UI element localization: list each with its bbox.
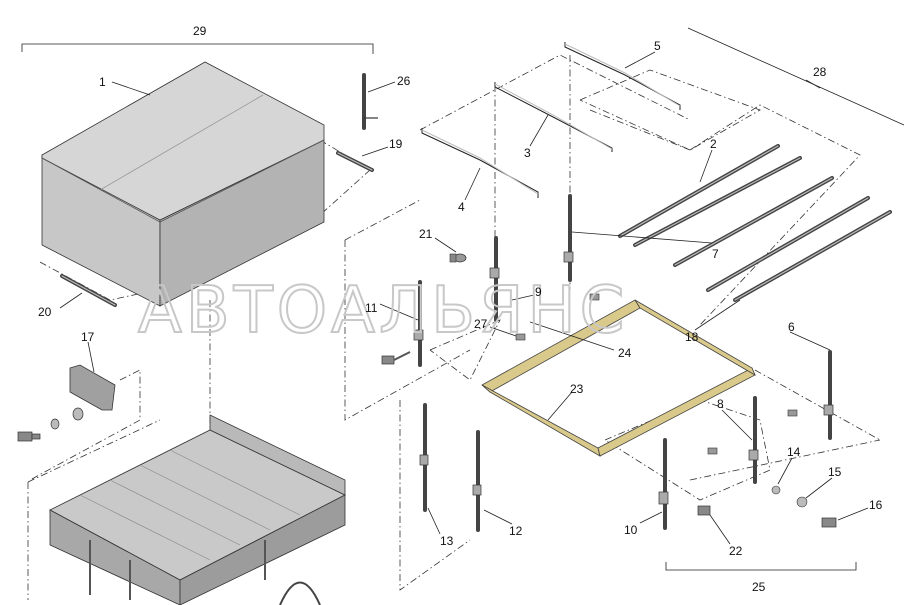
rod-20 (60, 274, 117, 307)
bracket-28 (687, 27, 905, 126)
rear-plate-17 (69, 364, 116, 411)
callout-17: 17 (81, 330, 95, 344)
callout-12: 12 (509, 524, 523, 538)
callout-3: 3 (524, 146, 531, 160)
callout-22: 22 (729, 544, 743, 558)
callout-6: 6 (788, 320, 795, 334)
rod-19 (336, 151, 374, 172)
callout-11: 11 (365, 301, 378, 315)
leader-lines (59, 51, 869, 545)
callout-7: 7 (712, 247, 719, 261)
tarpaulin-cover (41, 61, 325, 307)
callout-13: 13 (440, 534, 454, 548)
callout-23: 23 (570, 382, 584, 396)
callout-19: 19 (389, 137, 403, 151)
callout-9: 9 (535, 285, 542, 299)
callout-25: 25 (752, 580, 766, 594)
callout-15: 15 (828, 465, 842, 479)
callout-26: 26 (397, 74, 411, 88)
callout-28: 28 (813, 65, 827, 79)
callout-5: 5 (654, 39, 661, 53)
callout-29: 29 (193, 24, 207, 38)
callout-10: 10 (624, 523, 638, 537)
callout-16: 16 (869, 498, 883, 512)
callout-labels: 1 2 3 4 5 6 7 8 9 10 11 12 13 14 15 16 1… (38, 24, 883, 594)
callout-27: 27 (474, 317, 488, 331)
hardware (381, 253, 837, 528)
bow-5 (564, 42, 681, 110)
bracket-25 (665, 562, 857, 571)
callout-14: 14 (787, 445, 801, 459)
callout-8: 8 (717, 397, 724, 411)
stake-26 (362, 73, 378, 130)
callout-21: 21 (419, 227, 433, 241)
frame-23 (481, 299, 756, 457)
callout-4: 4 (458, 200, 465, 214)
cargo-platform (49, 414, 346, 605)
callout-24: 24 (618, 346, 632, 360)
bolt-washers-left (17, 407, 84, 442)
callout-18: 18 (685, 330, 699, 344)
callout-20: 20 (38, 305, 52, 319)
callout-2: 2 (710, 137, 717, 151)
watermark-text: АВТОАЛЬЯНС (138, 274, 628, 348)
bracket-29 (21, 43, 374, 54)
bow-4 (421, 128, 539, 198)
side-slats (618, 144, 892, 302)
bow-3 (494, 82, 613, 152)
callout-1: 1 (99, 75, 106, 89)
stakes (413, 194, 834, 532)
